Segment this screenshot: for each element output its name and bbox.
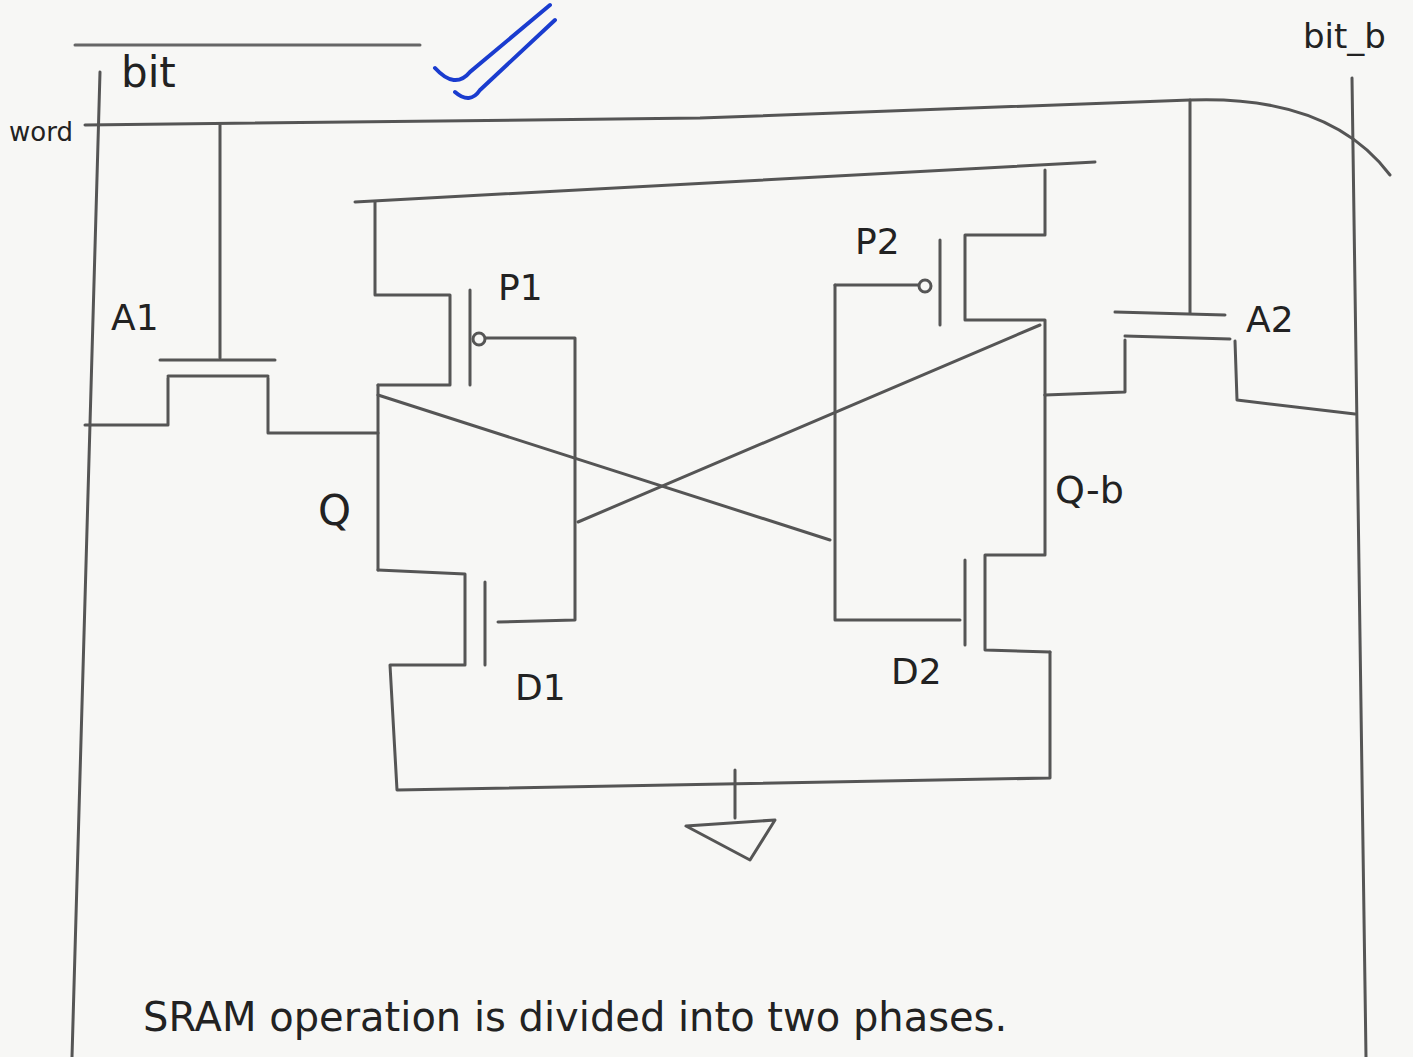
node-label: Q-b xyxy=(1052,470,1127,512)
transistor-name: A2 xyxy=(1243,300,1297,340)
bitline-label: bit xyxy=(118,50,179,96)
transistor-name: D2 xyxy=(888,652,945,692)
transistor-name: P2 xyxy=(852,222,903,262)
bitline-label: bit_b xyxy=(1300,18,1389,55)
note-text: SRAM operation is divided into two phase… xyxy=(140,995,1010,1039)
wordline-label: word xyxy=(6,118,76,147)
transistor-name: P1 xyxy=(495,268,546,308)
node-label: Q xyxy=(315,488,354,534)
transistor-name: D1 xyxy=(512,668,569,708)
transistor-name: A1 xyxy=(108,298,162,338)
